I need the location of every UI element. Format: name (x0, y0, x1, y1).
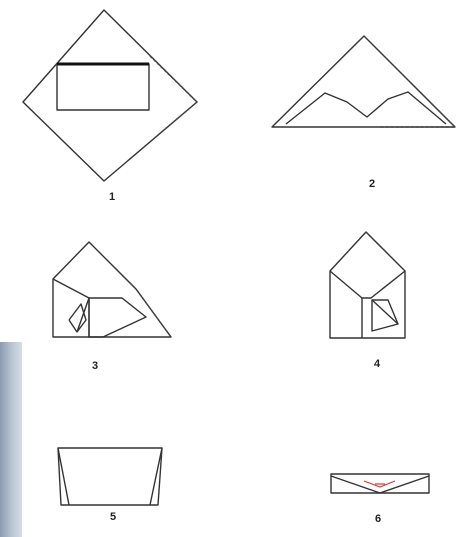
step-1-drawing (23, 10, 197, 181)
step-1-label: 1 (102, 191, 122, 203)
step-2-drawing (272, 36, 455, 127)
step-4-drawing (330, 232, 405, 338)
step-3-drawing (53, 242, 171, 337)
step-5-drawing (58, 448, 162, 505)
step-4-label: 4 (367, 358, 387, 370)
step-6-label: 6 (368, 513, 388, 525)
step-2-label: 2 (362, 178, 382, 190)
step-3-label: 3 (85, 360, 105, 372)
step-5-label: 5 (103, 511, 123, 523)
step-6-drawing (331, 474, 429, 493)
